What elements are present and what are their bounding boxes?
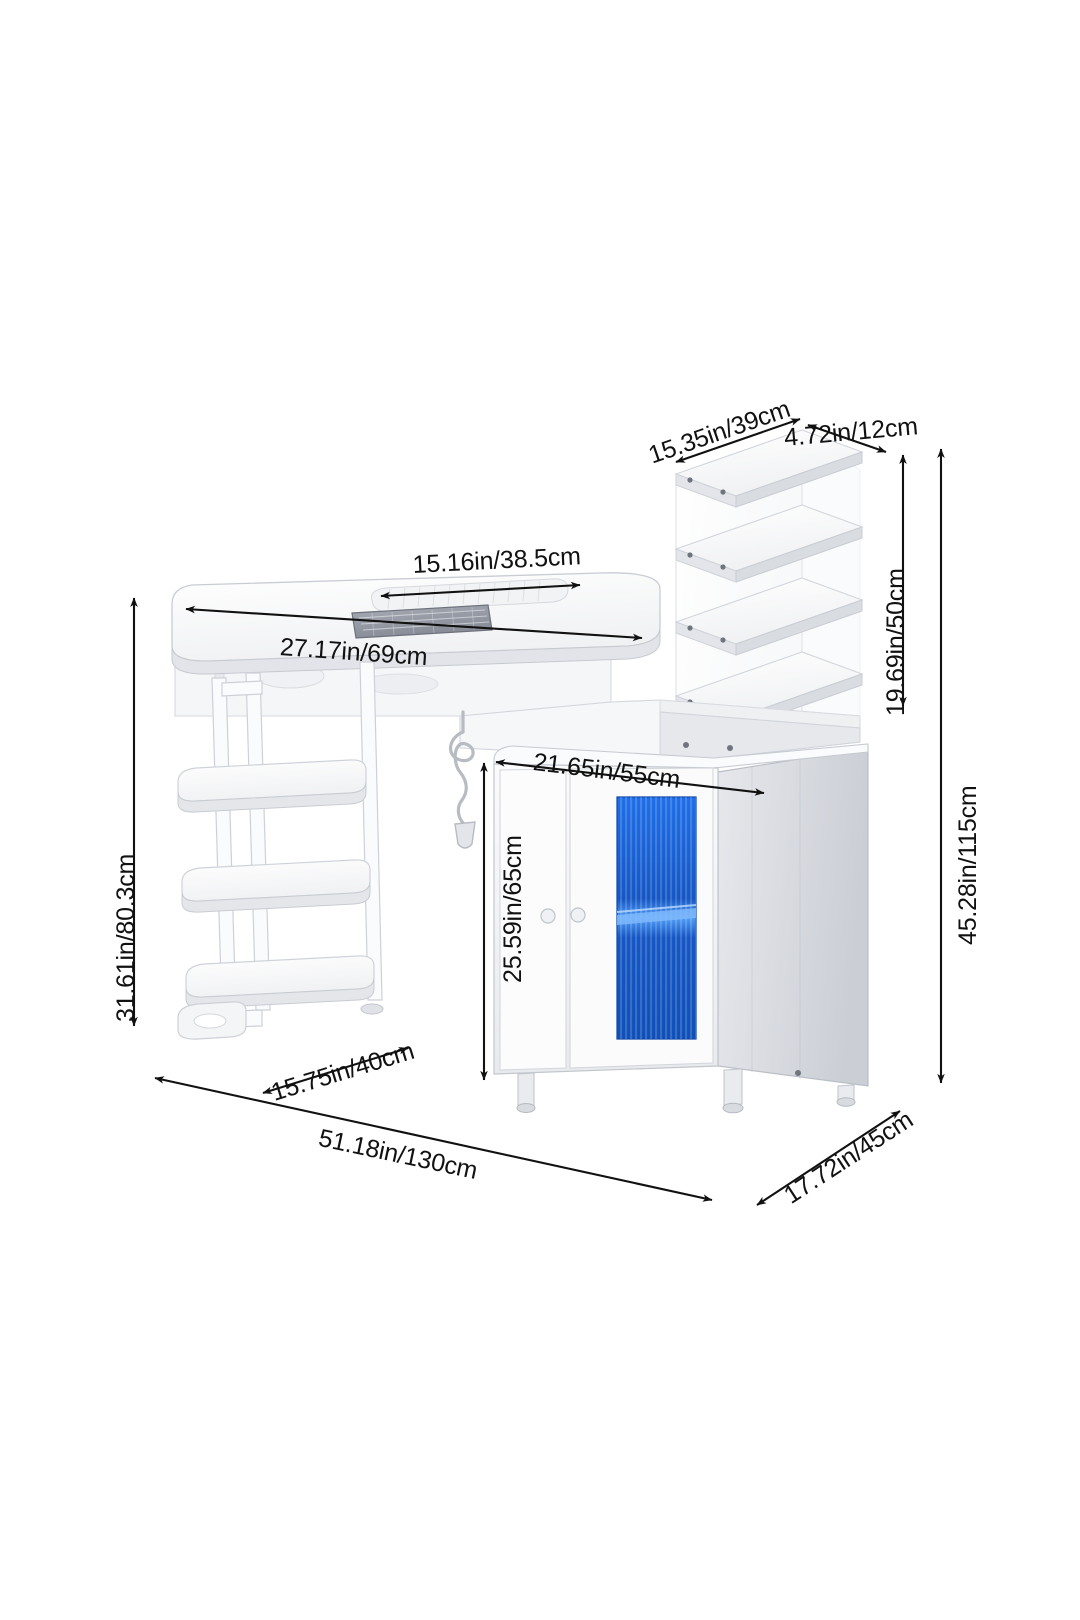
- storage-cabinet: [493, 743, 869, 1114]
- open-side-shelves: [177, 759, 375, 1009]
- acrylic-display-hutch: [674, 429, 864, 753]
- power-cord-with-plug: [449, 710, 475, 826]
